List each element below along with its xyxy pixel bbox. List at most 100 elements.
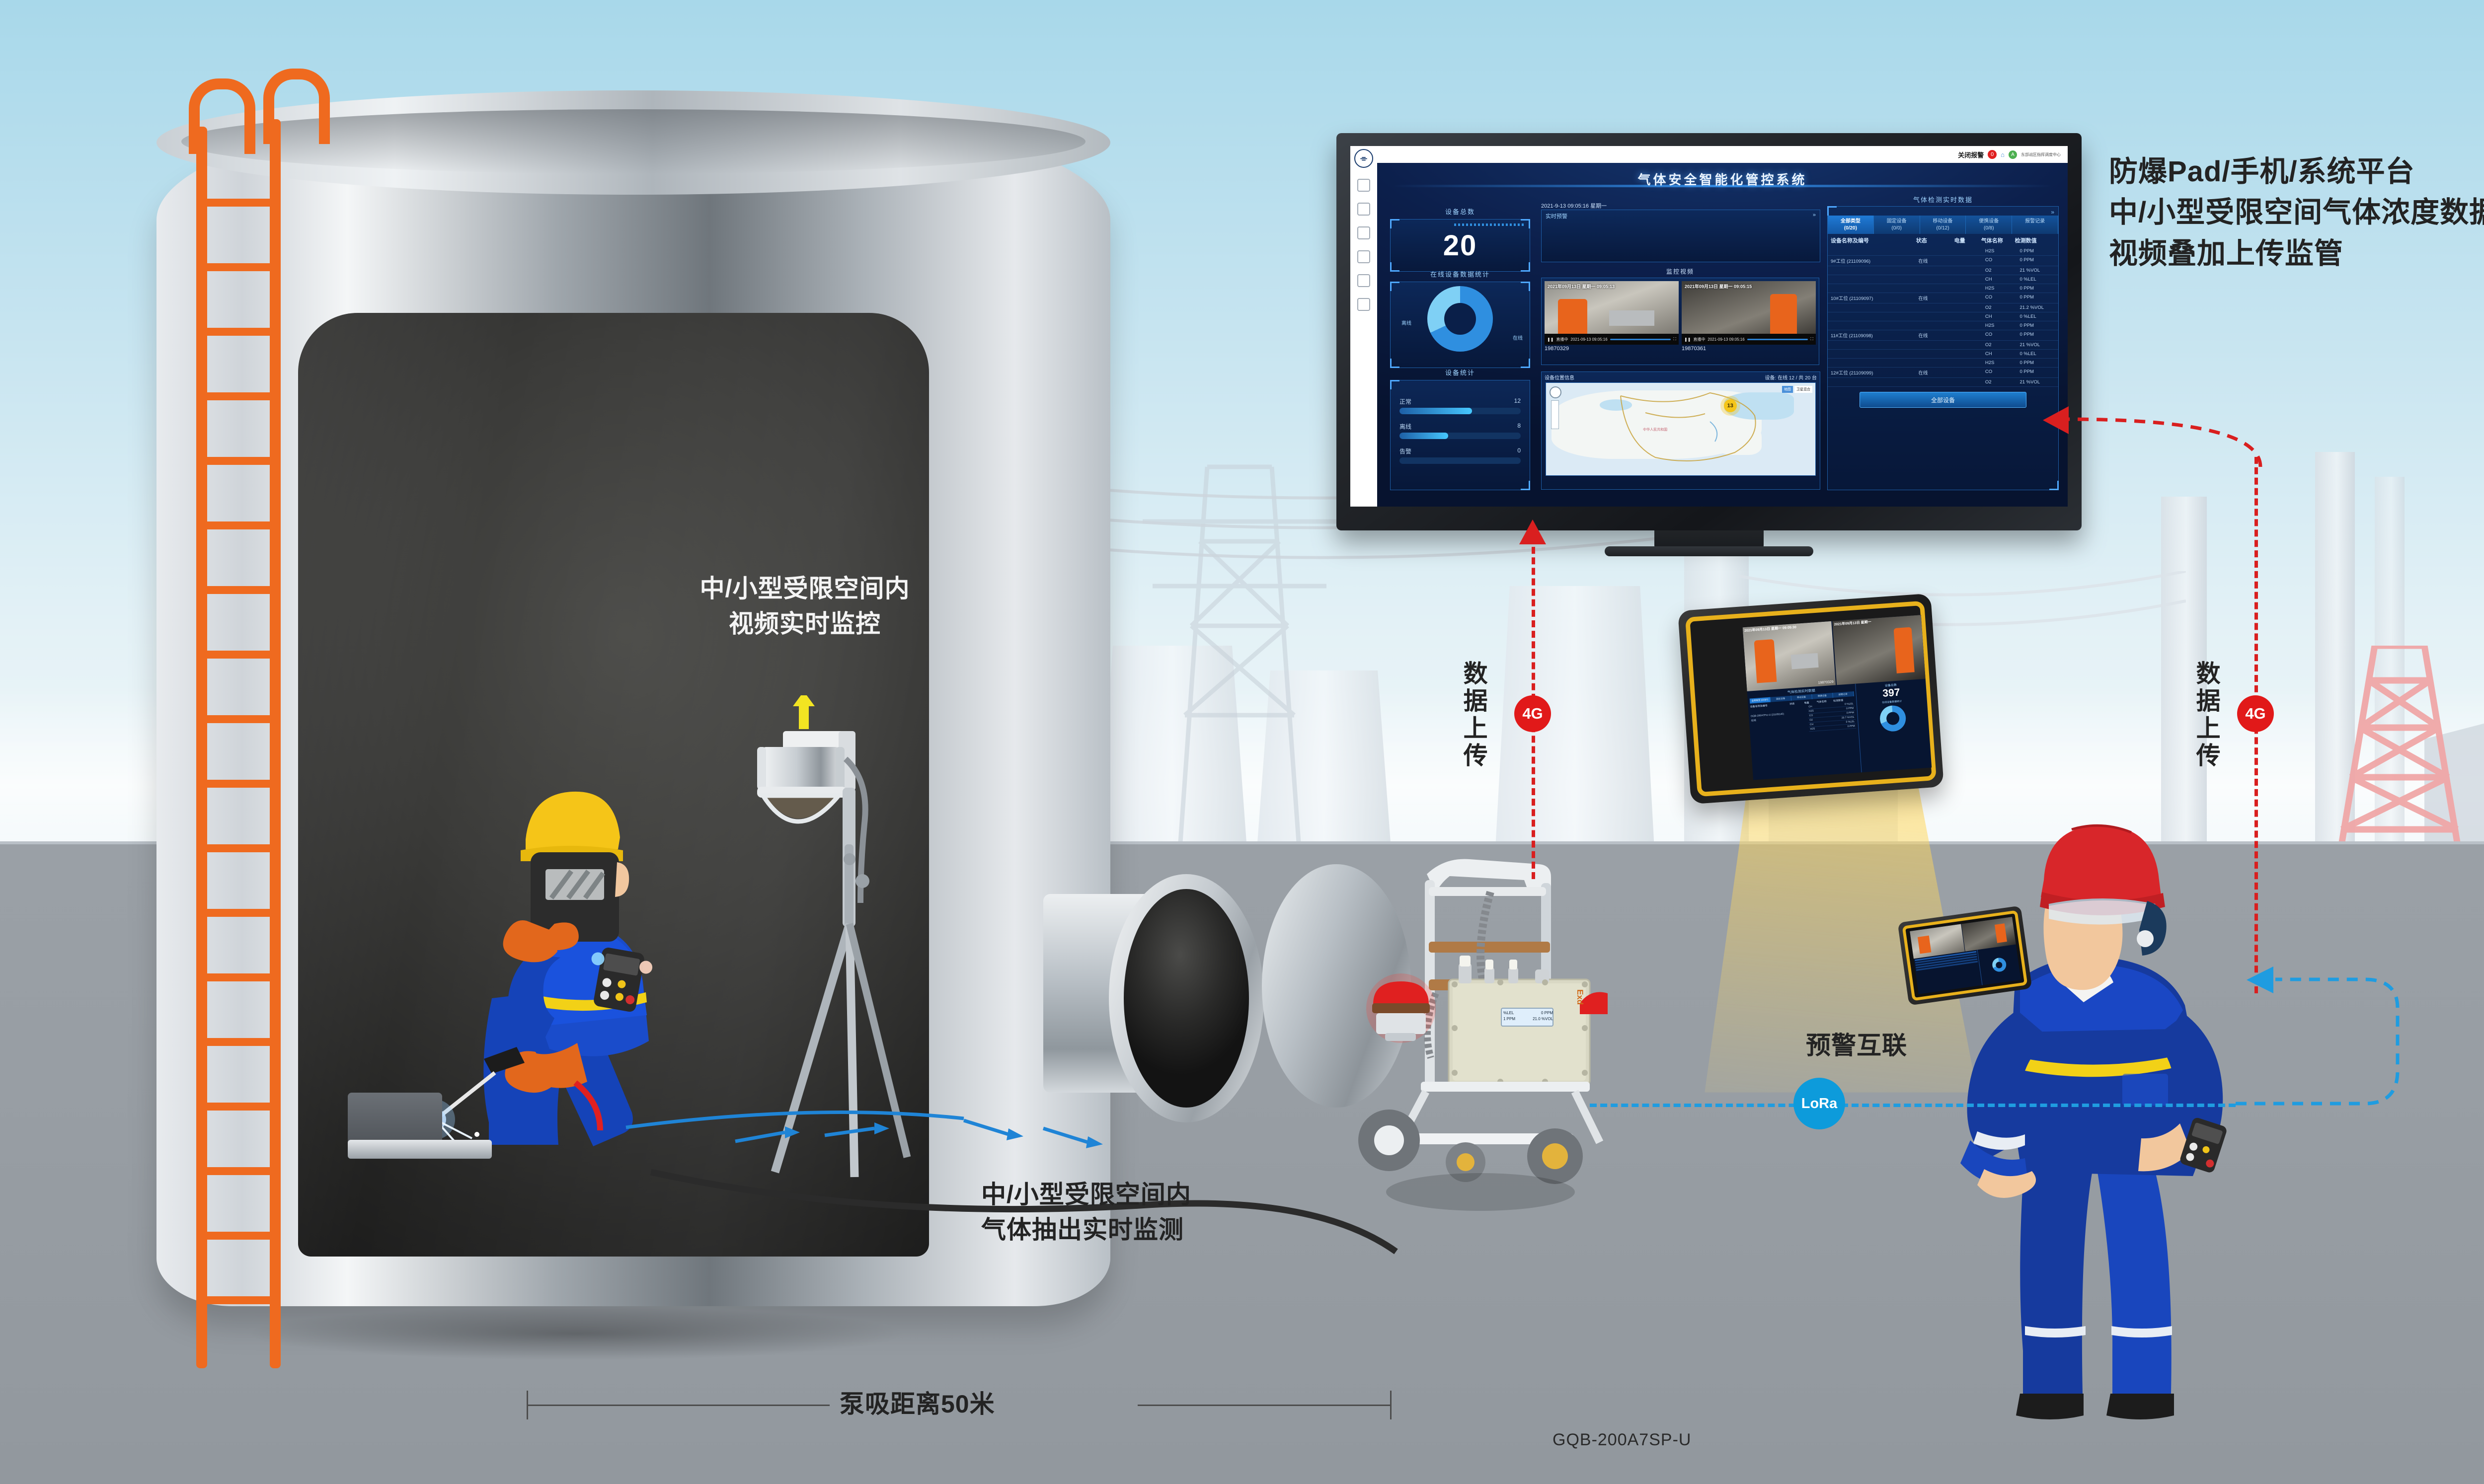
map-view-button[interactable]: 地图 <box>1782 386 1793 393</box>
right-callout-block: 防爆Pad/手机/系统平台 中/小型受限空间气体浓度数据 视频叠加上传监管 <box>2109 151 2484 274</box>
stat-row: 离线 8 <box>1399 422 1521 439</box>
sidebar-icon-devices[interactable] <box>1357 203 1370 216</box>
video-fullscreen-icon[interactable]: ⛶ <box>1673 337 1676 341</box>
video-cell[interactable]: 2021年09月13日 星期一 09:05:13 ❚❚ 直播中 2021-09-… <box>1545 281 1679 345</box>
gas-tabs[interactable]: 全部类型(0/20)固定设备(0/0)移动设备(0/12)便携设备(0/8)报警… <box>1828 216 2058 234</box>
video-progress[interactable] <box>1747 338 1808 340</box>
dashboard-sidebar[interactable]: ⌯ <box>1350 146 1377 507</box>
tablet-tab[interactable]: 便携设备 <box>1812 693 1833 700</box>
tablet-tab[interactable]: 报警记录 <box>1833 691 1854 698</box>
alarm-count-badge: 0 <box>1988 150 1997 159</box>
device-battery-cell <box>1954 321 1982 330</box>
sidebar-icon-user[interactable] <box>1357 250 1370 263</box>
gas-tab[interactable]: 报警记录 <box>2012 216 2058 234</box>
stat-value: 12 <box>1514 397 1521 404</box>
gas-value-cell: 0 PPM <box>2019 295 2034 300</box>
sidebar-icon-settings[interactable] <box>1357 298 1370 311</box>
close-alarm-button[interactable]: 关闭报警 <box>1958 151 1984 159</box>
chimney <box>2375 477 2405 849</box>
device-name-cell <box>1828 284 1915 293</box>
dashboard-topbar[interactable]: 关闭报警 0 ⌂ A 东部战区指挥调度中心 <box>1377 146 2068 163</box>
device-status-cell <box>1915 247 1954 255</box>
lora-badge: LoRa <box>1793 1078 1845 1129</box>
tablet-tab[interactable]: 全部类型 (0/397) <box>1749 697 1771 704</box>
satellite-view-button[interactable]: 卫星混合 <box>1794 386 1812 393</box>
table-row[interactable]: O2 21 %VOL <box>1828 266 2058 275</box>
alarm-panel-more-button[interactable]: » <box>1812 212 1816 218</box>
tablet-gas-name: O2 <box>1809 719 1813 722</box>
dimension-line-left <box>527 1405 830 1406</box>
tablet-gas-value: 20.7 %VOL <box>1841 716 1855 720</box>
gas-value-cell: 0 %LEL <box>2019 314 2036 319</box>
sidebar-icon-reports[interactable] <box>1357 274 1370 287</box>
device-battery-cell <box>1954 341 1982 349</box>
gas-name-cell: O2 <box>1985 342 1992 348</box>
chimney <box>2315 452 2355 849</box>
map-summary: 设备: 在线 12 / 共 20 台 <box>1765 375 1817 381</box>
tablet-tab[interactable]: 移动设备 <box>1791 694 1812 701</box>
right-callout-line: 视频叠加上传监管 <box>2109 237 2344 270</box>
map-pan-control[interactable] <box>1550 386 1561 431</box>
video-cell[interactable]: 2021年09月13日 星期一 09:05:15 ❚❚ 直播中 2021-09-… <box>1682 281 1816 345</box>
gas-tab[interactable]: 全部类型(0/20) <box>1828 216 1874 234</box>
sidebar-icon-map[interactable] <box>1357 226 1370 239</box>
video-pause-icon[interactable]: ❚❚ <box>1547 337 1554 342</box>
tablet-gas-value: 0 %LEL <box>1846 720 1855 724</box>
total-devices-label: 设备总数 <box>1445 208 1475 216</box>
gas-name-cell: CH <box>1985 314 1992 319</box>
all-devices-button[interactable]: 全部设备 <box>1859 392 2027 408</box>
table-row[interactable]: CH 0 %LEL <box>1828 312 2058 321</box>
gas-tab[interactable]: 移动设备(0/12) <box>1920 216 1966 234</box>
gas-tab-count: (0/12) <box>1936 225 1949 231</box>
video-pause-icon[interactable]: ❚❚ <box>1684 337 1691 342</box>
gas-name-cell: H2S <box>1985 360 1995 366</box>
device-name-cell <box>1828 275 1915 284</box>
video-progress[interactable] <box>1610 338 1671 340</box>
gas-name-cell: CO <box>1985 295 1993 300</box>
device-status-cell <box>1915 266 1954 275</box>
upload-label-left: 数据上传 <box>1460 661 1487 770</box>
tablet-donut-chart <box>1879 705 1907 733</box>
airflow-arrows-icon <box>625 1111 1103 1148</box>
video-fullscreen-icon[interactable]: ⛶ <box>1810 337 1813 341</box>
device-status-cell <box>1915 341 1954 349</box>
cart-exd-mark: Exd <box>1575 989 1585 1005</box>
video-id: 19870361 <box>1682 346 1706 352</box>
gas-name-cell: H2S <box>1985 248 1995 254</box>
avatar[interactable]: A <box>2009 150 2017 159</box>
bell-icon[interactable]: ⌂ <box>2001 150 2005 158</box>
stat-name: 离线 <box>1399 423 1412 430</box>
video-timestamp: 2021年09月13日 星期一 09:05:13 <box>1548 284 1615 289</box>
gas-value-cell: 21 %VOL <box>2019 268 2040 273</box>
tablet-screen[interactable]: 2021年09月13日 星期一 09:05:30 19870329 2021年0… <box>1742 615 1932 780</box>
sidebar-icon-dashboard[interactable] <box>1357 179 1370 192</box>
device-name-cell: 10#工位 (21109097) <box>1831 296 1873 301</box>
device-name-cell <box>1828 350 1915 358</box>
map-panel-title: 设备位置信息 <box>1545 375 1574 381</box>
gas-tab[interactable]: 便携设备(0/8) <box>1966 216 2013 234</box>
cart-gas-callout-line: 中/小型受限空间内 <box>981 1181 1191 1208</box>
gas-panel-more-button[interactable]: » <box>2051 209 2054 216</box>
device-location-map[interactable]: 13 中华人民共和国 地图 卫星混合 <box>1546 382 1816 476</box>
tablet-tab[interactable]: 固定设备 <box>1770 696 1792 703</box>
gas-name-cell: O2 <box>1985 268 1992 273</box>
gas-tab[interactable]: 固定设备(0/0) <box>1873 216 1920 234</box>
monitor-base <box>1605 546 1813 556</box>
tablet-gas-value: 0 PPM <box>1846 707 1854 711</box>
gas-column-header: 气体名称 <box>1981 238 2003 244</box>
map-device-marker[interactable]: 13 <box>1723 399 1737 413</box>
